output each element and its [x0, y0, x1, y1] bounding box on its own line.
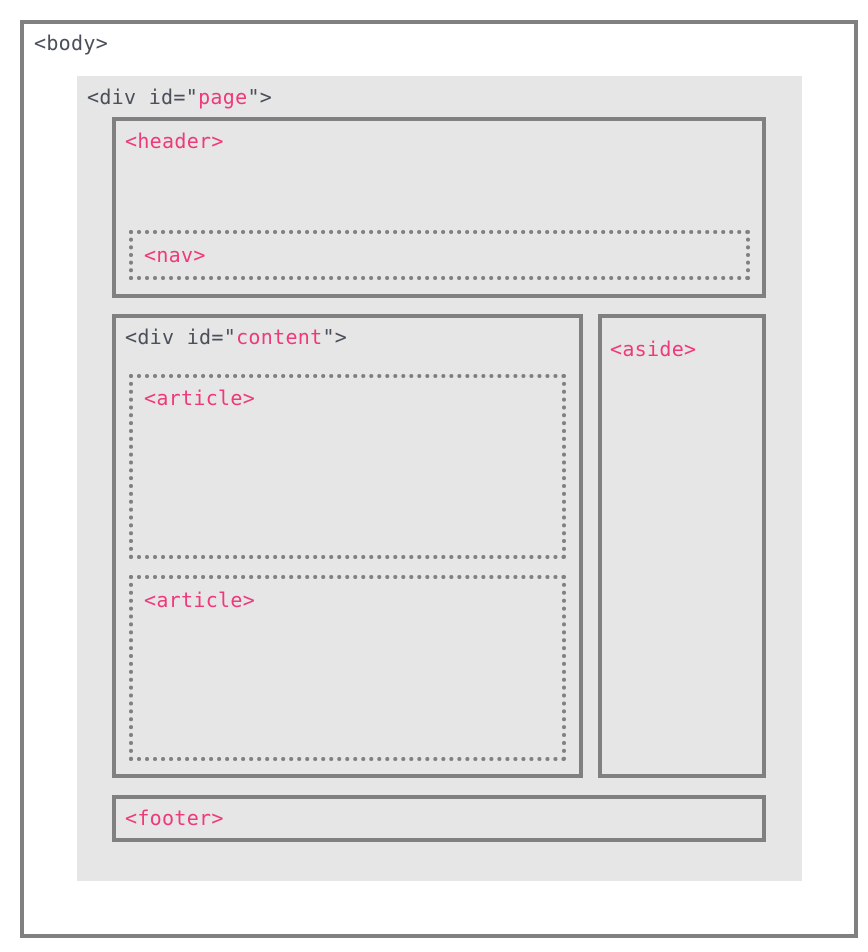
- footer-box: [112, 795, 766, 842]
- header-label: <header>: [125, 129, 224, 153]
- page-div-box: [77, 76, 802, 881]
- aside-box: [598, 314, 766, 778]
- article-box-1: [129, 374, 566, 559]
- content-div-suffix: ">: [322, 325, 348, 349]
- content-div-id: content: [236, 325, 323, 349]
- body-box: [20, 20, 858, 938]
- page-div-suffix: ">: [247, 85, 273, 109]
- article-box-2: [129, 575, 566, 761]
- content-div-prefix: <div id=": [125, 325, 237, 349]
- aside-label: <aside>: [610, 337, 697, 361]
- article-label-1: <article>: [144, 386, 256, 410]
- article-label-2: <article>: [144, 588, 256, 612]
- page-div-prefix: <div id=": [87, 85, 199, 109]
- footer-label: <footer>: [125, 806, 224, 830]
- header-box: [112, 117, 766, 298]
- body-label: <body>: [34, 31, 109, 55]
- nav-box: [129, 230, 750, 280]
- nav-label: <nav>: [144, 243, 206, 267]
- content-div-label: <div id="content">: [125, 325, 347, 349]
- content-div-box: [112, 314, 583, 778]
- page-div-label: <div id="page">: [87, 85, 272, 109]
- page-div-id: page: [198, 85, 248, 109]
